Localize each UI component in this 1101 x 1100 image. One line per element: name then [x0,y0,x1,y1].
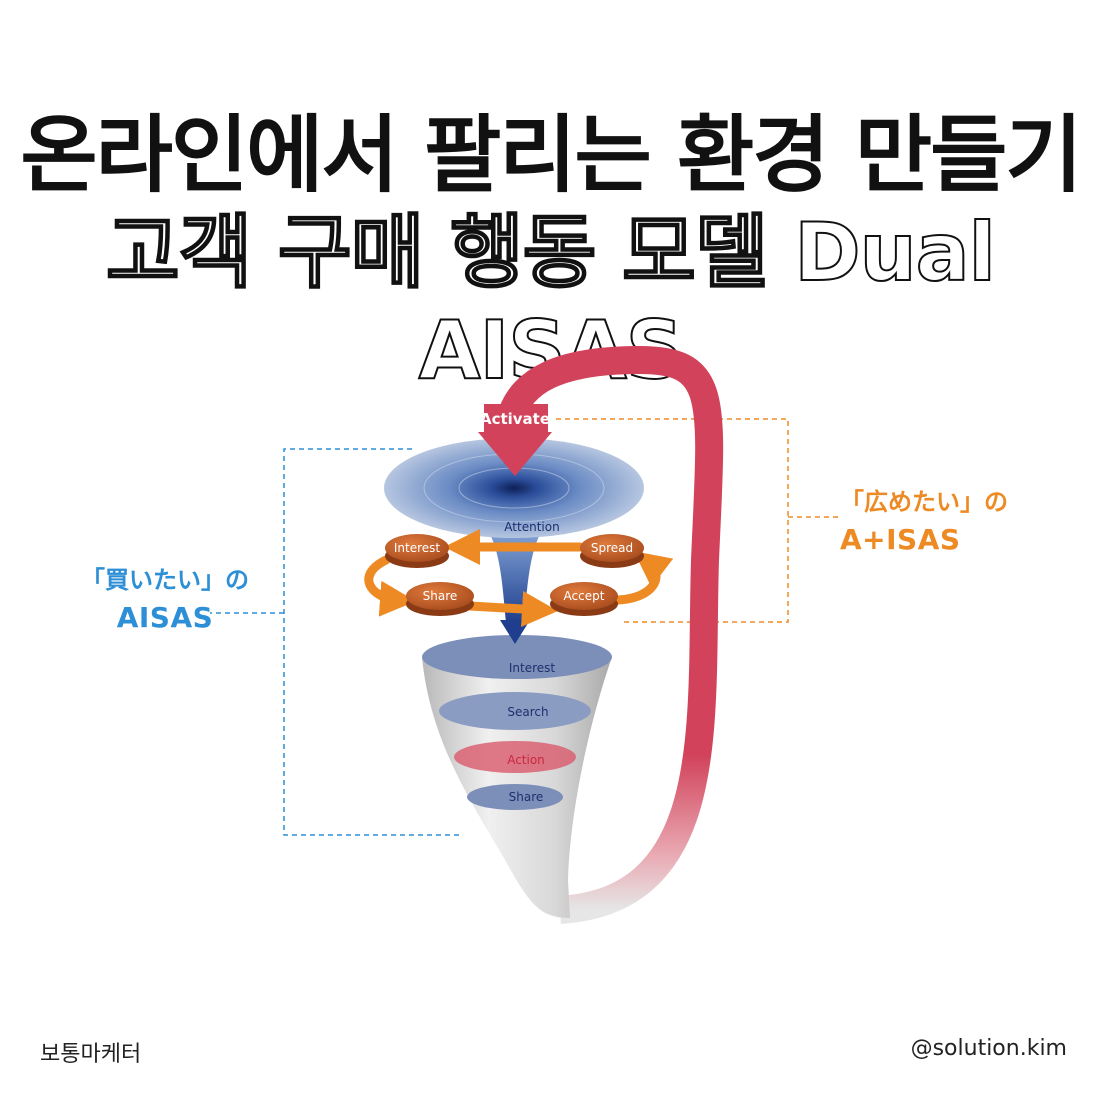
funnel-interest-label: Interest [509,661,556,675]
a-isas-label: 「広めたい」の A+ISAS [840,482,1040,556]
cycle-accept-label: Accept [564,589,605,603]
activate-arrow-head [478,432,552,476]
funnel-search-label: Search [507,705,548,719]
cycle-disk-spread [580,534,644,568]
aisas-label-en: AISAS [116,601,214,634]
cycle-disk-share [406,582,474,616]
left-bracket [210,448,460,836]
aisas-label: 「買いたい」の AISAS [70,560,260,634]
cycle-share-label: Share [423,589,458,603]
a-isas-label-en: A+ISAS [840,523,961,556]
funnel-share-label: Share [509,790,544,804]
author-handle: @solution.kim [910,1036,1067,1061]
cycle-disk-accept [550,582,618,616]
funnel-disk-interest [422,635,612,679]
title-line-1: 온라인에서 팔리는 환경 만들기 [20,106,1082,204]
funnel-disk-action [454,741,576,773]
cycle-arrows [364,529,674,627]
funnel-disk-share [467,784,563,810]
activate-loop-arrow [496,345,724,924]
cycle-spread-label: Spread [591,541,633,555]
author-name: 보통마케터 [40,1042,142,1067]
activate-label: Activate [480,410,550,428]
attention-disk [384,438,644,538]
right-bracket [556,418,842,623]
a-isas-label-jp: 「広めたい」の [840,488,1008,516]
funnel-disk-search [439,692,591,730]
cycle-interest-label: Interest [394,541,441,555]
aisas-label-jp: 「買いたい」の [81,566,249,594]
funnel-action-label: Action [507,753,545,767]
attention-label: Attention [504,520,559,534]
cycle-disk-interest [385,534,449,568]
